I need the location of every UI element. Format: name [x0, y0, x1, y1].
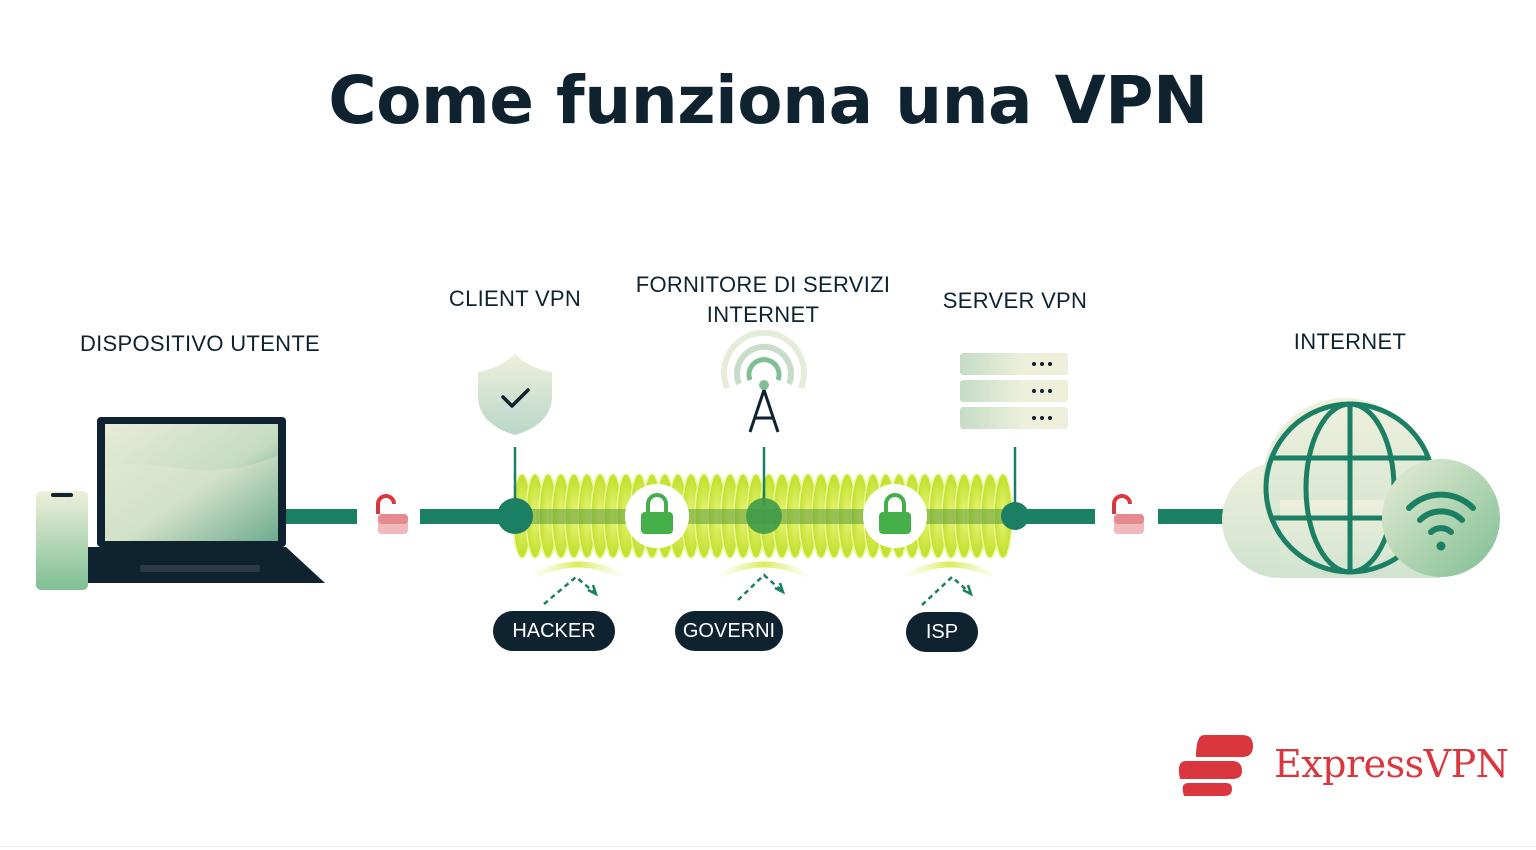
expressvpn-logo-icon	[1178, 735, 1253, 796]
governments-deflection	[721, 561, 807, 601]
threat-badge-isp: ISP	[906, 612, 978, 652]
label-internet: INTERNET	[1293, 329, 1407, 354]
threat-badge-governments: GOVERNI	[675, 611, 783, 651]
hacker-deflection	[535, 561, 621, 605]
lock-open-icon	[1112, 494, 1144, 534]
label-server-vpn: SERVER VPN	[942, 288, 1088, 313]
phone-icon	[36, 491, 88, 590]
threat-badge-hacker: HACKER	[493, 611, 615, 651]
isp-deflection	[907, 561, 993, 606]
client-node	[497, 498, 533, 534]
server-node	[1001, 502, 1029, 530]
label-client-vpn: CLIENT VPN	[448, 286, 582, 311]
lock-closed-icon	[863, 484, 927, 548]
brand-wordmark: ExpressVPN	[1274, 742, 1509, 786]
label-isp-line1: FORNITORE DI SERVIZI	[635, 272, 891, 297]
label-isp-line2: INTERNET	[706, 302, 820, 327]
bottom-divider	[0, 846, 1536, 847]
label-device: DISPOSITIVO UTENTE	[79, 331, 321, 356]
antenna-icon	[721, 329, 807, 433]
lock-closed-icon	[625, 484, 689, 548]
connection-line-left	[285, 509, 510, 524]
server-rack-icon	[960, 353, 1068, 429]
shield-check-icon	[478, 354, 552, 435]
wifi-icon	[1382, 459, 1500, 577]
laptop-icon	[88, 417, 325, 583]
lock-open-icon	[376, 494, 408, 534]
connection-line-right	[1020, 509, 1228, 524]
diagram-title: Come funziona una VPN	[328, 62, 1208, 139]
isp-node	[746, 498, 782, 534]
